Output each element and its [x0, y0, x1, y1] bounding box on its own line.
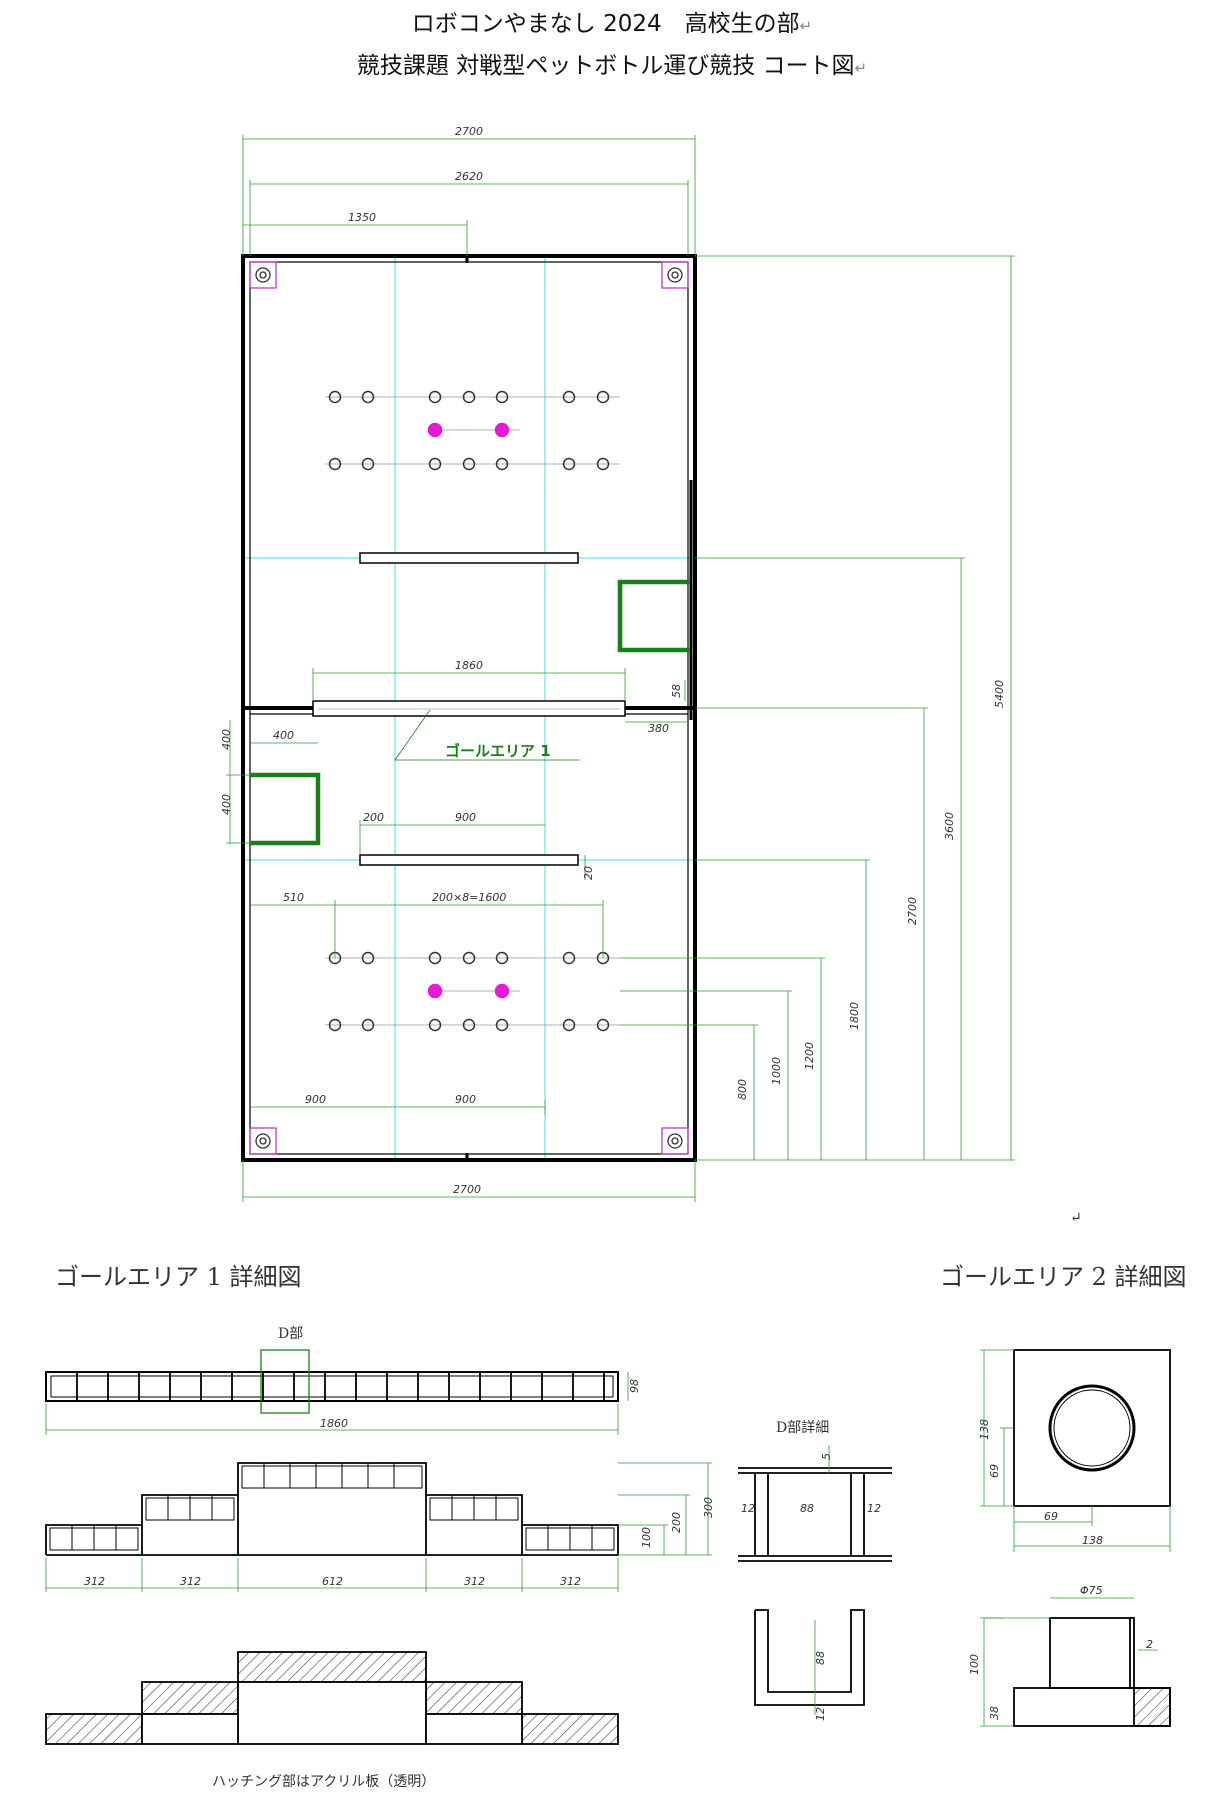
dim-top-inner: 2620 — [455, 170, 483, 183]
h-300: 300 — [702, 1497, 715, 1518]
dim-bottom-total: 2700 — [453, 1183, 481, 1196]
dim-grid-span: 200×8=1600 — [432, 891, 506, 904]
title-text-2: 競技課題 対戦型ペットボトル運び競技 コート図 — [356, 53, 855, 79]
hatched-view — [45, 1651, 619, 1745]
goal2-section — [1013, 1617, 1171, 1727]
dim-510: 510 — [283, 891, 304, 904]
dim-1200: 1200 — [803, 1042, 816, 1070]
top-len: 1860 — [320, 1417, 348, 1430]
title-text-1: ロボコンやまなし 2024 高校生の部 — [411, 11, 800, 37]
goal-area-2 — [617, 579, 690, 653]
step-2: 312 — [180, 1575, 201, 1588]
d2-69h: 69 — [1044, 1510, 1058, 1523]
d-detail-title: D部詳細 — [776, 1420, 829, 1436]
goal-area-1-detail: ゴールエリア 1 詳細図 D部 1860 98 — [45, 1263, 715, 1790]
target-point — [494, 422, 510, 438]
corner-post-tr — [661, 261, 689, 289]
bar-bottom — [359, 854, 579, 866]
target-point — [427, 983, 443, 999]
goal-area-2-detail: ゴールエリア 2 詳細図 138 69 69 138 Φ75 2 100 38 — [940, 1263, 1187, 1727]
front-view — [45, 1462, 619, 1556]
dim-900-a: 900 — [305, 1093, 326, 1106]
step-3: 612 — [322, 1575, 343, 1588]
court-diagram: ゴールエリア 1 — [220, 125, 1082, 1226]
dim-wall-len: 1860 — [455, 659, 483, 672]
corner-posts — [249, 261, 689, 1155]
dimension-texts: 2700 2620 1350 2700 5400 3600 2700 1800 … — [220, 125, 1006, 1196]
step-1: 312 — [84, 1575, 105, 1588]
dim-900-b: 900 — [455, 1093, 476, 1106]
corner-post-br — [661, 1127, 689, 1155]
d2-138h: 138 — [1082, 1534, 1103, 1547]
step-5: 312 — [560, 1575, 581, 1588]
dim-top-total: 2700 — [455, 125, 483, 138]
dim-3600: 3600 — [943, 812, 956, 840]
dimension-lines — [226, 135, 1015, 1202]
dim-goal-h1: 400 — [220, 729, 233, 750]
dim-58: 58 — [670, 684, 683, 698]
d-part-detail: D部詳細 5 12 88 12 88 12 — [738, 1420, 892, 1721]
goal-area-1 — [250, 772, 321, 846]
return-mark-court: ↵ — [1070, 1210, 1082, 1226]
corner-post-tl — [249, 261, 277, 289]
bottle-grid-bottom — [325, 951, 620, 1032]
dim-380: 380 — [648, 722, 669, 735]
return-mark: ↵ — [854, 59, 868, 77]
d-part-label: D部 — [278, 1326, 303, 1342]
return-mark: ↵ — [799, 17, 813, 35]
dim-2700: 2700 — [906, 897, 919, 925]
d-5: 5 — [820, 1453, 833, 1460]
d-88v: 88 — [814, 1651, 827, 1665]
dim-top-half: 1350 — [348, 211, 376, 224]
h-100: 100 — [640, 1527, 653, 1548]
dim-goal-h2: 400 — [220, 794, 233, 815]
target-point — [427, 422, 443, 438]
dim-1800: 1800 — [848, 1002, 861, 1030]
hatch-note: ハッチング部はアクリル板（透明） — [212, 1774, 435, 1790]
dim-length-total: 5400 — [993, 680, 1006, 708]
detail2-title: ゴールエリア 2 詳細図 — [940, 1263, 1187, 1291]
d2-2: 2 — [1146, 1638, 1153, 1651]
d-12a: 12 — [741, 1502, 755, 1515]
top-strip — [45, 1349, 619, 1414]
dim-1000: 1000 — [770, 1057, 783, 1085]
goal-wall — [312, 700, 626, 717]
goal-area-label: ゴールエリア 1 — [445, 742, 551, 760]
d2-38: 38 — [988, 1706, 1001, 1720]
dim-800: 800 — [736, 1079, 749, 1100]
detail1-title: ゴールエリア 1 詳細図 — [55, 1263, 302, 1291]
page-title-line2: 競技課題 対戦型ペットボトル運び競技 コート図↵ — [0, 46, 1224, 80]
d-12b: 12 — [867, 1502, 881, 1515]
d2-phi: Φ75 — [1080, 1584, 1103, 1597]
dim-900-bar: 900 — [455, 811, 476, 824]
d-part-box — [260, 1349, 310, 1414]
h-200: 200 — [670, 1512, 683, 1533]
goal-areas — [250, 579, 690, 846]
d-12v: 12 — [814, 1707, 827, 1721]
court-bars — [312, 552, 626, 866]
goal-area-label-group: ゴールエリア 1 — [394, 709, 580, 761]
step-4: 312 — [464, 1575, 485, 1588]
dim-goal-w: 400 — [273, 729, 294, 742]
dim-20: 20 — [582, 866, 595, 880]
dim-200: 200 — [363, 811, 384, 824]
bar-top — [359, 552, 579, 564]
d2-69v: 69 — [988, 1464, 1001, 1478]
d-88: 88 — [800, 1502, 814, 1515]
d2-100: 100 — [968, 1654, 981, 1675]
page-title-line1: ロボコンやまなし 2024 高校生の部↵ — [0, 4, 1224, 38]
bottle-grid-top — [325, 390, 620, 471]
target-point — [494, 983, 510, 999]
corner-post-bl — [249, 1127, 277, 1155]
top-h: 98 — [628, 1379, 641, 1393]
d2-138v: 138 — [978, 1419, 991, 1440]
